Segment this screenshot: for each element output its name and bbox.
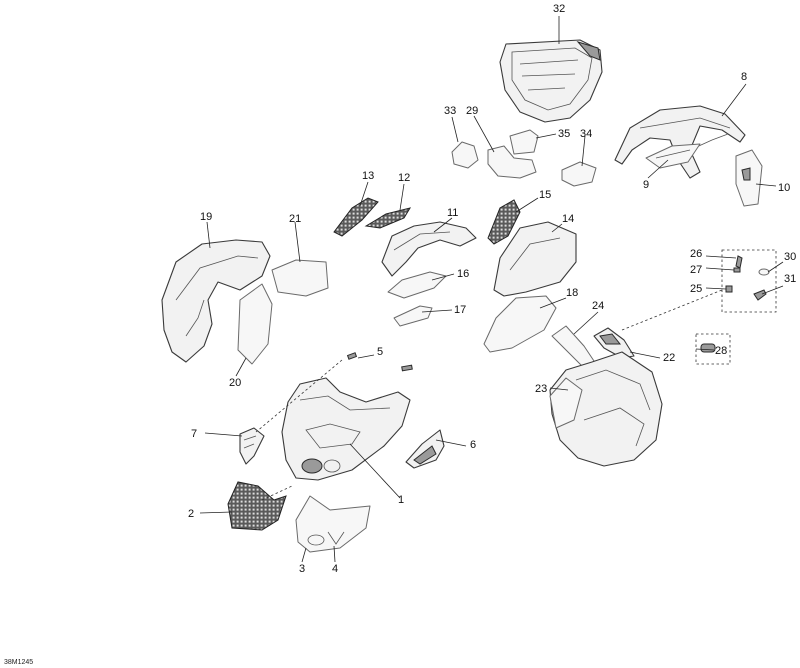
part-21-block — [271, 259, 329, 297]
callout-29: 29 — [466, 105, 478, 117]
part-22-headlight — [593, 327, 635, 359]
callout-30: 30 — [784, 251, 796, 263]
callout-17: 17 — [454, 304, 466, 316]
callout-19: 19 — [200, 211, 212, 223]
hardware-kit-box — [721, 249, 777, 313]
part-6-side-vent — [405, 429, 445, 469]
callout-31: 31 — [784, 273, 796, 285]
callout-35: 35 — [558, 128, 570, 140]
callout-9: 9 — [643, 179, 649, 191]
part-14-side-panel — [493, 221, 577, 297]
callout-16: 16 — [457, 268, 469, 280]
callout-20: 20 — [229, 377, 241, 389]
callout-25: 25 — [690, 283, 702, 295]
part-23-right-side-cowl — [549, 351, 663, 467]
callout-28: 28 — [715, 345, 727, 357]
part-9-panel — [645, 143, 701, 169]
leader-lines — [199, 16, 784, 563]
part-3-4-front-bumper — [295, 495, 371, 553]
callout-11: 11 — [447, 207, 458, 219]
callout-12: 12 — [398, 172, 410, 184]
part-2-lower-grille — [227, 481, 287, 531]
part-10-side-cover — [735, 149, 763, 207]
callout-6: 6 — [470, 439, 476, 451]
part-12-vent-grille — [364, 207, 412, 229]
callout-7: 7 — [191, 428, 197, 440]
part-32-headlight-housing — [499, 39, 603, 123]
part-35-pad — [509, 129, 539, 155]
part-13-vent-grille — [333, 197, 379, 237]
part-8-upper-fairing — [614, 105, 746, 179]
callout-labels: 32 8 9 10 33 29 35 34 13 12 11 15 14 16 … — [188, 3, 796, 575]
part-20-panel — [237, 283, 273, 365]
callout-5: 5 — [377, 346, 383, 358]
callout-34: 34 — [580, 128, 592, 140]
callout-3: 3 — [299, 563, 305, 575]
callout-23: 23 — [535, 383, 547, 395]
part-1-front-hood — [281, 377, 411, 481]
callout-21: 21 — [289, 213, 301, 225]
assembly-lines — [255, 289, 723, 501]
callout-4: 4 — [332, 563, 338, 575]
callout-10: 10 — [778, 182, 790, 194]
part-7-bracket — [239, 427, 265, 465]
callout-14: 14 — [562, 213, 574, 225]
callout-27: 27 — [690, 264, 702, 276]
part-19-left-side-cowl — [161, 239, 271, 363]
part-29-pad — [487, 145, 537, 179]
callout-1: 1 — [398, 494, 404, 506]
callout-13: 13 — [362, 170, 374, 182]
part-18-lower-panel — [483, 295, 557, 353]
part-5-clip-left — [346, 352, 358, 360]
callout-2: 2 — [188, 508, 194, 520]
part-34-pad — [561, 161, 597, 187]
callout-24: 24 — [592, 300, 604, 312]
part-17-trim — [393, 305, 433, 327]
callout-33: 33 — [444, 105, 456, 117]
callout-26: 26 — [690, 248, 702, 260]
part-15-vent-grille — [487, 199, 521, 245]
reference-code: 38M1245 — [4, 659, 33, 666]
callout-32: 32 — [553, 3, 565, 15]
callout-18: 18 — [566, 287, 578, 299]
part-5-clip-right — [401, 364, 413, 372]
callout-8: 8 — [741, 71, 747, 83]
part-33-small-pad — [451, 141, 479, 169]
callout-15: 15 — [539, 189, 551, 201]
part-16-trim — [387, 271, 447, 299]
part-11-side-panel — [381, 221, 477, 277]
callout-22: 22 — [663, 352, 675, 364]
